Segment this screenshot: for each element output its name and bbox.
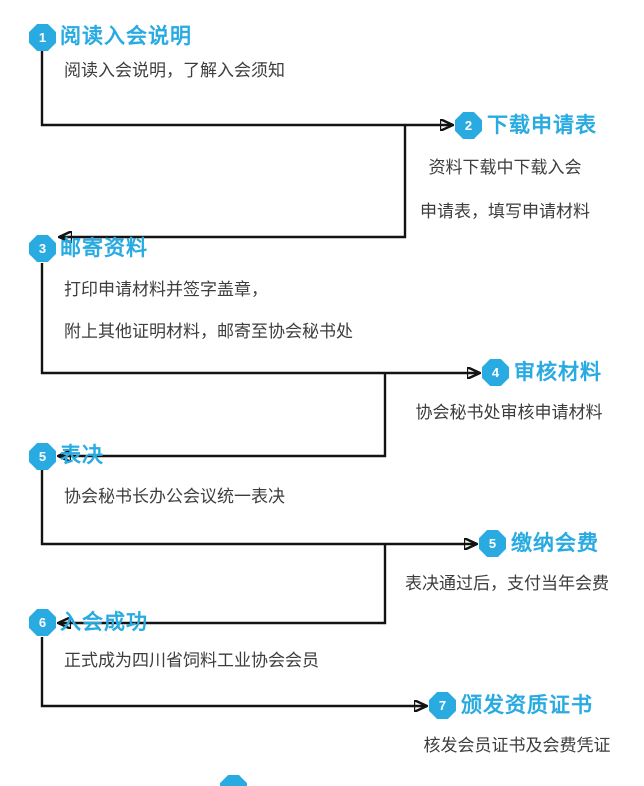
step-3-description-line-2: 附上其他证明材料，邮寄至协会秘书处 (64, 322, 353, 341)
step-8-description: 核发会员证书及会费凭证 (423, 736, 611, 755)
step-1-number-badge: 1 (29, 24, 56, 51)
arrow-step5-to-step6 (40, 470, 476, 544)
step-7-number-badge: 6 (29, 609, 56, 636)
step-2-description-line-2: 申请表，填写申请材料 (420, 202, 590, 221)
step-8-number-badge: 7 (429, 692, 456, 719)
step-6-title: 缴纳会费 (511, 532, 599, 555)
arrow-step3-to-step4 (40, 263, 479, 373)
step-6-description: 表决通过后，支付当年会费 (405, 574, 609, 593)
step-5-description: 协会秘书长办公会议统一表决 (64, 487, 285, 506)
step-2-title: 下载申请表 (487, 114, 597, 137)
step-4-number-badge: 4 (482, 359, 509, 386)
arrow-step7-to-step8 (40, 637, 426, 706)
step-5-number-badge: 5 (29, 443, 56, 470)
step-5-title: 表决 (60, 444, 104, 467)
step-3-number-badge: 3 (29, 235, 56, 262)
step-6-number-badge: 5 (479, 530, 506, 557)
partial-next-step-badge (220, 775, 247, 786)
step-2-description-line-1: 资料下载中下载入会 (428, 158, 582, 177)
step-3-title: 邮寄资料 (60, 237, 148, 260)
step-7-description: 正式成为四川省饲料工业协会会员 (64, 651, 319, 670)
step-1-description: 阅读入会说明，了解入会须知 (64, 61, 285, 80)
step-2-number-badge: 2 (455, 112, 482, 139)
step-4-title: 审核材料 (514, 361, 602, 384)
arrow-step1-to-step2 (40, 51, 452, 125)
step-4-description: 协会秘书处审核申请材料 (415, 403, 603, 422)
arrow-step4-to-step5 (59, 373, 387, 456)
arrow-step6-to-step7 (59, 544, 387, 623)
step-8-title: 颁发资质证书 (461, 694, 593, 717)
step-7-title: 入会成功 (60, 611, 148, 634)
step-3-description-line-1: 打印申请材料并签字盖章， (64, 280, 268, 299)
step-1-title: 阅读入会说明 (60, 25, 192, 48)
arrow-step2-to-step3 (60, 126, 407, 237)
